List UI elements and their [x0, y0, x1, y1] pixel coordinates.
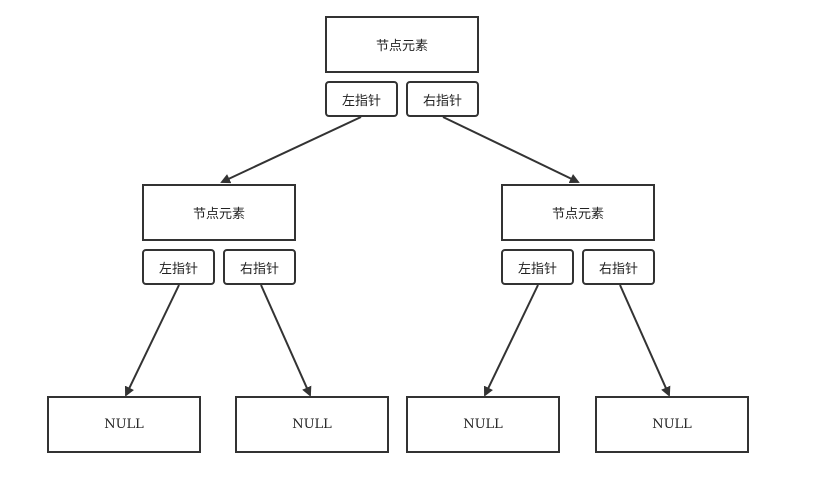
edge-lc-right [260, 284, 312, 397]
right-child-node-element: 节点元素 [501, 184, 655, 241]
edge-root-left [220, 116, 362, 184]
null-leaf: NULL [47, 396, 201, 453]
edge-lc-left [124, 284, 180, 397]
edge-root-right [442, 116, 580, 184]
edge-rc-right [619, 284, 671, 397]
edge-rc-left [483, 284, 539, 397]
left-child-right-pointer: 右指针 [223, 249, 296, 285]
null-leaf: NULL [406, 396, 560, 453]
right-child-right-pointer: 右指针 [582, 249, 655, 285]
right-child-left-pointer: 左指针 [501, 249, 574, 285]
root-left-pointer: 左指针 [325, 81, 398, 117]
left-child-node-element: 节点元素 [142, 184, 296, 241]
left-child-left-pointer: 左指针 [142, 249, 215, 285]
null-leaf: NULL [235, 396, 389, 453]
root-right-pointer: 右指针 [406, 81, 479, 117]
root-node-element: 节点元素 [325, 16, 479, 73]
null-leaf: NULL [595, 396, 749, 453]
